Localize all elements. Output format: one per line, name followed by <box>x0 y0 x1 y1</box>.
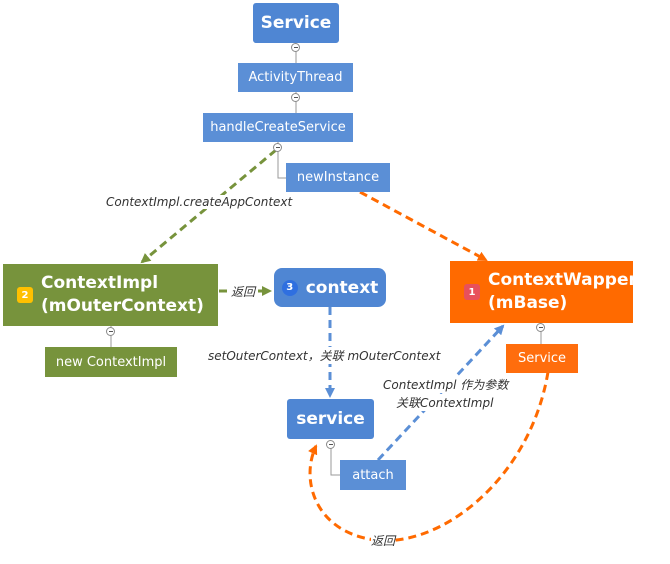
service-top-label: Service <box>260 13 332 33</box>
priority-badge: 1 <box>464 284 480 300</box>
collapse-icon[interactable] <box>106 327 115 336</box>
context-label: context <box>305 277 379 298</box>
collapse-icon[interactable] <box>326 440 335 449</box>
associate-label: 关联ContextImpl <box>396 394 494 411</box>
service-mid-node[interactable]: service <box>287 399 374 439</box>
service-mid-label: service <box>296 409 365 429</box>
service-top-node[interactable]: Service <box>253 3 339 43</box>
attach-label: attach <box>352 467 394 483</box>
edge-new-instance <box>359 190 488 262</box>
priority-badge: 2 <box>17 287 33 303</box>
create-app-context-label: ContextImpl.createAppContext <box>106 195 293 209</box>
service-right-node[interactable]: Service <box>506 344 578 373</box>
activity-thread-label: ActivityThread <box>248 70 343 85</box>
context-wapper-subtitle: (mBase) <box>488 293 568 313</box>
context-impl-node[interactable]: 2 ContextImpl (mOuterContext) <box>3 264 218 326</box>
context-wapper-title: ContextWapper <box>488 270 637 290</box>
edge-create-app-context <box>140 148 277 264</box>
set-outer-context-label: setOuterContext，关联 mOuterContext <box>208 347 441 364</box>
handle-create-service-label: handleCreateService <box>210 120 346 135</box>
edge-attach <box>376 324 505 462</box>
handle-create-service-node[interactable]: handleCreateService <box>203 113 353 142</box>
priority-badge: 3 <box>281 279 298 296</box>
collapse-icon[interactable] <box>291 93 300 102</box>
collapse-icon[interactable] <box>536 323 545 332</box>
collapse-icon[interactable] <box>273 143 282 152</box>
return-bottom-label: 返回 <box>371 532 396 549</box>
collapse-icon[interactable] <box>291 43 300 52</box>
new-instance-node[interactable]: newInstance <box>286 163 390 192</box>
context-impl-title: ContextImpl <box>41 273 159 293</box>
return-left-label: 返回 <box>231 283 256 300</box>
new-context-impl-node[interactable]: new ContextImpl <box>45 347 177 377</box>
as-param-label: ContextImpl 作为参数 <box>383 376 509 393</box>
context-wapper-node[interactable]: 1 ContextWapper (mBase) <box>450 261 637 323</box>
service-right-label: Service <box>517 351 567 366</box>
activity-thread-node[interactable]: ActivityThread <box>238 63 353 92</box>
new-context-impl-label: new ContextImpl <box>55 354 167 370</box>
attach-node[interactable]: attach <box>340 460 406 490</box>
context-node[interactable]: 3 context <box>274 268 386 307</box>
new-instance-label: newInstance <box>296 170 380 185</box>
context-impl-subtitle: (mOuterContext) <box>41 296 204 316</box>
